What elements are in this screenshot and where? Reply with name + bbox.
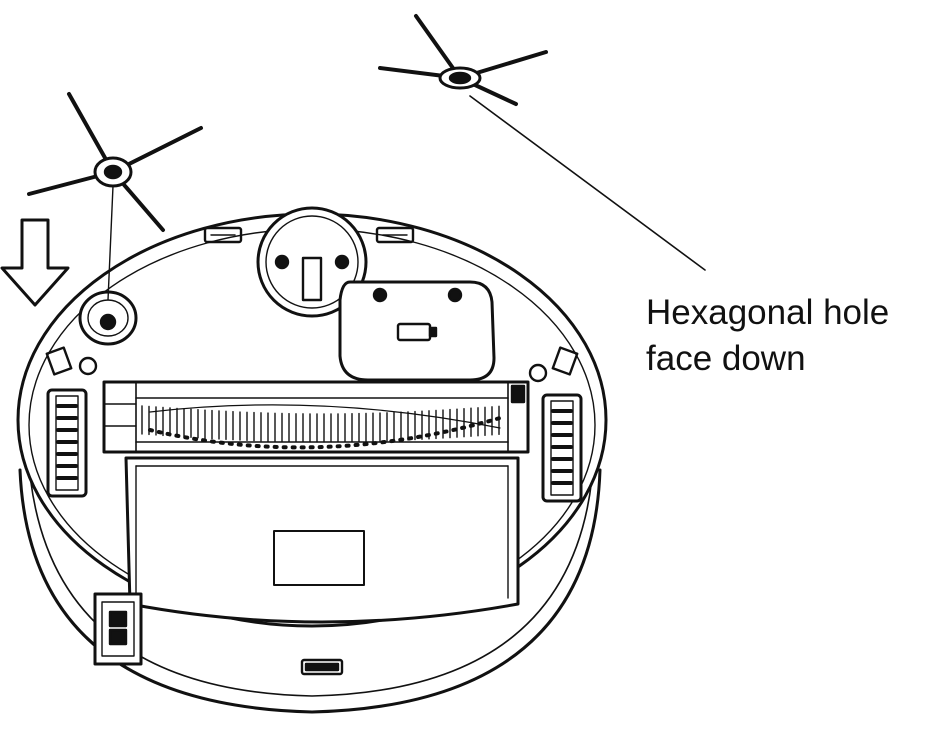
tab-right [375,226,415,244]
dust-bin [124,456,520,624]
robot-vacuum-underside-icon [16,206,608,714]
robot-rim-inner [27,449,595,697]
clip-left [45,346,73,376]
guide-line-left [107,185,114,301]
tab-left [203,226,243,244]
front-caster-wheel [256,206,368,318]
side-brush-detached-icon [378,14,548,106]
callout-line-2: face down [646,339,806,378]
brush-mount-left [78,290,138,346]
bin-label [273,530,365,586]
main-roller-brush [102,380,530,454]
sensor-right [528,363,548,383]
power-switch [93,592,143,666]
battery-cover [338,280,496,382]
arrow-down-icon [0,218,70,307]
side-brush-icon [27,92,203,232]
callout-leader-line [469,95,706,271]
robot-side-wall [18,468,602,714]
callout-line-1: Hexagonal hole [646,293,890,332]
clip-right [551,346,579,376]
sensor-left [78,356,98,376]
left-drive-wheel [46,388,88,498]
right-drive-wheel [541,393,583,503]
callout-label: Hexagonal hole face down [646,290,928,382]
